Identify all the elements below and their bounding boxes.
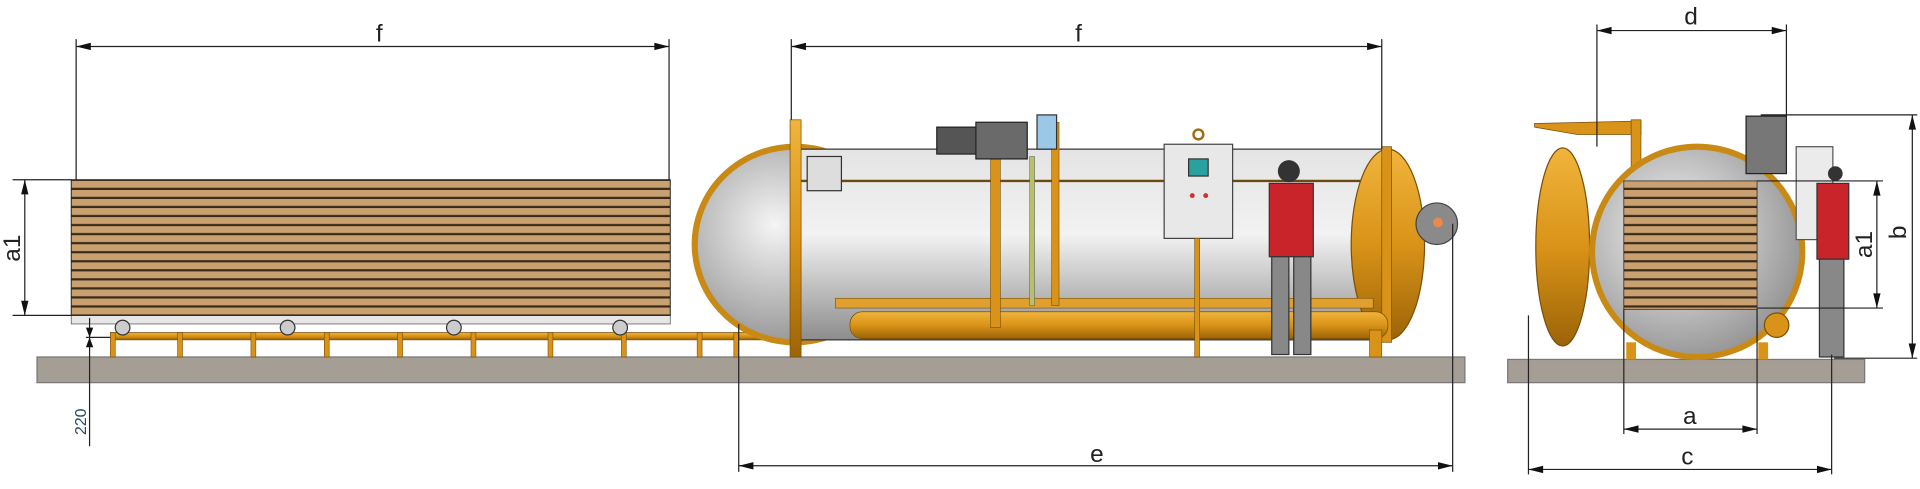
person-figure — [1268, 160, 1314, 356]
dim-label-b: b — [1885, 225, 1912, 239]
dim-label-cart-length: f — [376, 21, 383, 48]
vacuum-chamber-side — [691, 114, 1459, 358]
dim-label-c: c — [1681, 444, 1693, 471]
dim-label-overall-length: e — [1090, 441, 1104, 468]
lumber-stack — [70, 179, 671, 316]
dimension-arrows — [21, 26, 1916, 474]
bottom-pipe — [849, 311, 1389, 339]
dim-label-rail-height: 220 — [73, 408, 90, 435]
blower-fan — [1415, 202, 1459, 246]
cart-platform — [70, 315, 671, 325]
dim-label-a1-end: a1 — [1851, 231, 1878, 258]
vacuum-chamber-end — [1534, 115, 1850, 361]
dim-label-d: d — [1684, 3, 1698, 30]
ground-slab-side — [36, 356, 1466, 384]
person-figure-end — [1816, 166, 1850, 358]
dim-label-cart-height: a1 — [0, 235, 26, 262]
vacuum-pump — [975, 121, 1028, 160]
cart-wheels — [114, 319, 629, 336]
ground-slab-end — [1507, 358, 1866, 384]
control-panel — [1163, 143, 1234, 239]
end-lumber-stack — [1623, 180, 1758, 310]
front-post — [789, 119, 802, 358]
open-door — [1535, 147, 1591, 347]
dim-label-a: a — [1683, 403, 1697, 430]
loading-cart — [70, 179, 784, 358]
cart-legs — [110, 332, 740, 358]
dimension-lines — [12, 24, 1918, 475]
dim-label-chamber-length: f — [1075, 21, 1082, 48]
cart-frame — [109, 332, 784, 341]
